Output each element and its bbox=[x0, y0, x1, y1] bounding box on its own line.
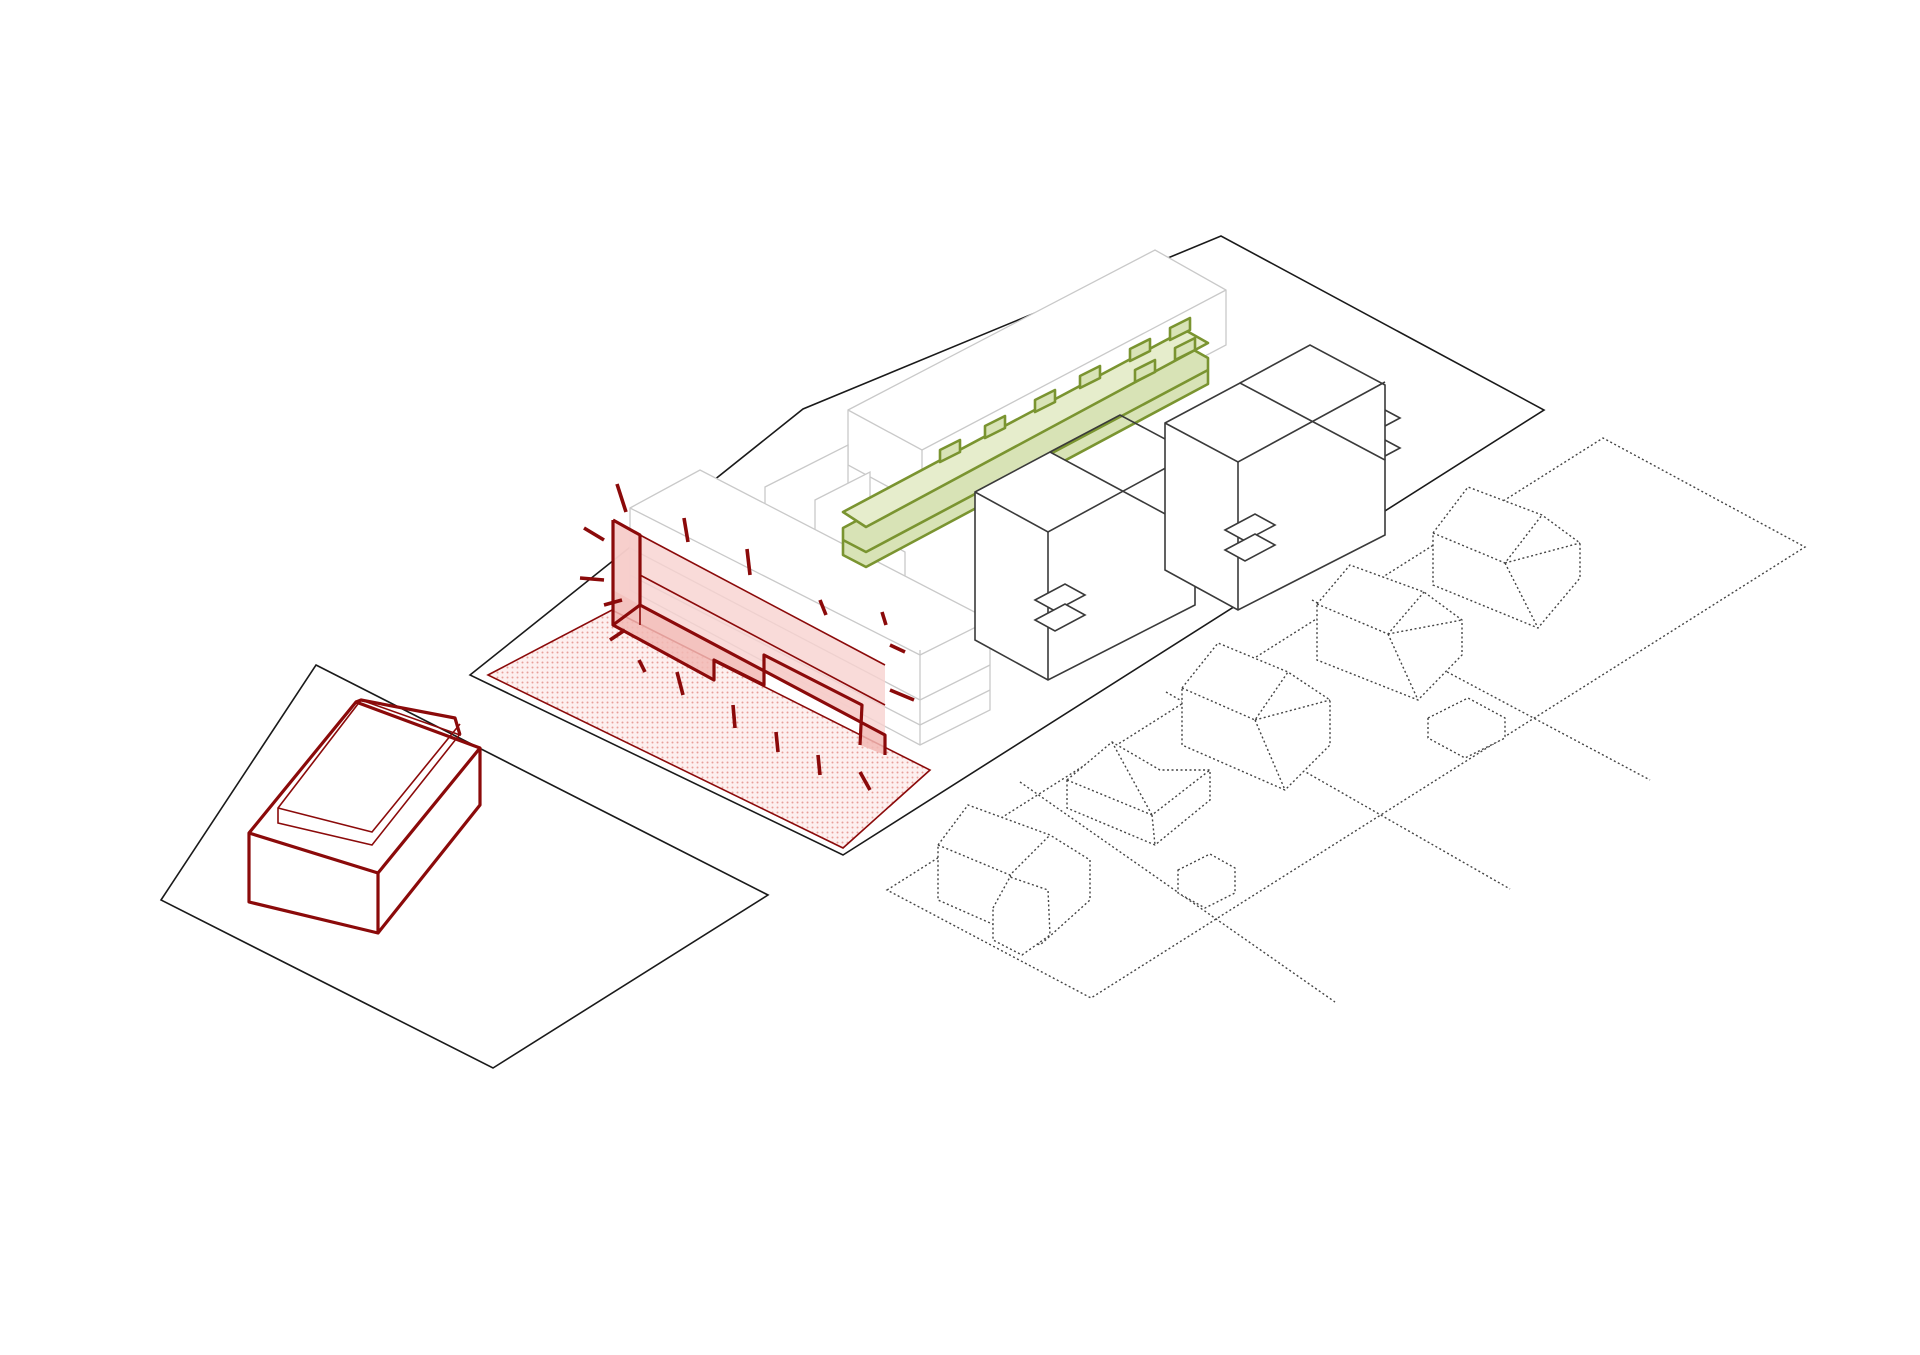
proposed-residential-block-right bbox=[1164, 344, 1402, 611]
house-a bbox=[1432, 486, 1581, 629]
public-plaza bbox=[486, 609, 932, 849]
elevated-walkways bbox=[841, 316, 1210, 569]
proposed-residential-block-middle bbox=[974, 414, 1212, 681]
house-b bbox=[1316, 564, 1506, 759]
house-c bbox=[1181, 642, 1331, 791]
activity-ticks bbox=[579, 483, 915, 791]
left-parcel bbox=[159, 663, 770, 1069]
neighbouring-houses bbox=[937, 486, 1581, 956]
house-d bbox=[1066, 741, 1236, 909]
main-parcel bbox=[468, 235, 1546, 856]
existing-building-left bbox=[247, 698, 482, 935]
active-frontage-block bbox=[611, 518, 887, 755]
house-e bbox=[937, 804, 1091, 956]
